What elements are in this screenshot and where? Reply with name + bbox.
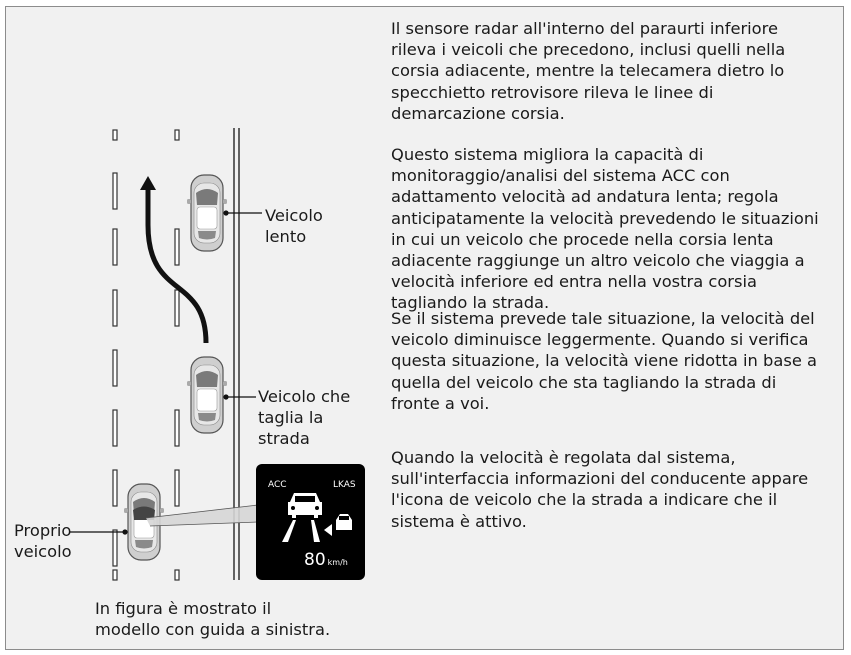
paragraph-driver-info-icon: Quando la velocità è regolata dal sistem… [391,448,809,531]
acc-indicator: ACC [268,480,287,490]
lane-dashes-center [174,129,180,581]
lane-change-arrow [145,188,209,344]
speed-unit: km/h [327,558,348,567]
paragraph-speed-reduction: Se il sistema prevede tale situazione, l… [391,309,818,413]
lkas-indicator: LKAS [333,480,356,490]
paragraph-system-improvement: Questo sistema migliora la capacità di m… [391,145,819,313]
label-own-vehicle: Proprio veicolo [14,521,72,561]
slow-vehicle [186,174,228,252]
cutting-vehicle [186,356,228,434]
label-cutting-vehicle: Veicolo che taglia la strada [258,387,351,448]
cut-in-vehicle-icon [282,493,352,542]
speed-value: 80 [304,550,326,570]
paragraph-radar-sensor: Il sensore radar all'interno del paraurt… [391,19,786,123]
label-slow-vehicle: Veicolo lento [265,206,323,246]
figure-caption: In figura è mostrato il modello con guid… [95,599,331,639]
lane-dashes-left [112,129,118,581]
